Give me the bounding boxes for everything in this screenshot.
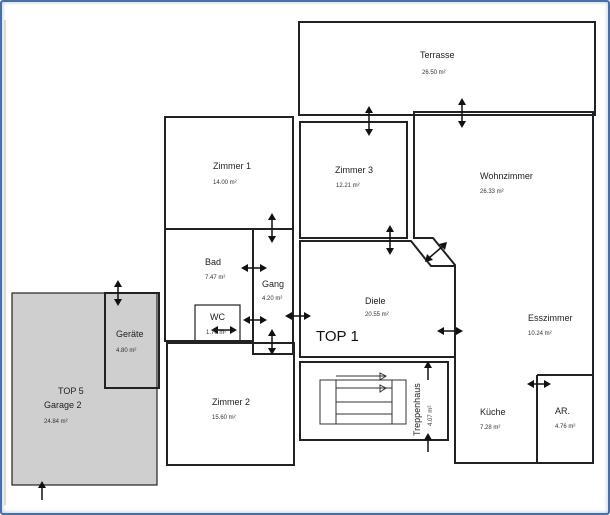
kueche-name: Küche bbox=[480, 407, 506, 417]
door-arrow bbox=[458, 98, 466, 128]
diele-area: 20.55 m² bbox=[365, 312, 389, 318]
zimmer3-name: Zimmer 3 bbox=[335, 165, 373, 175]
wohnzimmer-area: 26.33 m² bbox=[480, 189, 504, 195]
ar-area: 4.76 m² bbox=[555, 424, 575, 430]
door-arrow bbox=[424, 361, 432, 380]
zimmer1-name: Zimmer 1 bbox=[213, 161, 251, 171]
door-arrow bbox=[211, 326, 237, 334]
garage-top-label: TOP 5 bbox=[58, 386, 84, 396]
zimmer3-area: 12.21 m² bbox=[336, 183, 360, 189]
zimmer2-area: 15.60 m² bbox=[212, 415, 236, 421]
treppenhaus-area: 4.07 m² bbox=[428, 406, 434, 426]
geraete-area: 4.80 m² bbox=[116, 348, 136, 354]
ar-name: AR. bbox=[555, 406, 570, 416]
geraete-name: Geräte bbox=[116, 329, 144, 339]
gang-name: Gang bbox=[262, 279, 284, 289]
door-arrow bbox=[268, 329, 276, 355]
esszimmer-name: Esszimmer bbox=[528, 313, 573, 323]
kueche-area: 7.28 m² bbox=[480, 425, 500, 431]
door-arrow bbox=[386, 225, 394, 255]
esszimmer-area: 10.24 m² bbox=[528, 331, 552, 337]
door-arrow bbox=[424, 433, 432, 452]
wohnzimmer-name: Wohnzimmer bbox=[480, 171, 533, 181]
treppenhaus-name: Treppenhaus bbox=[412, 383, 422, 436]
wc-room bbox=[194, 304, 241, 342]
treppenhaus-room bbox=[299, 361, 449, 441]
plan-label: TOP 1 bbox=[316, 328, 359, 345]
bad-name: Bad bbox=[205, 257, 221, 267]
garage-name: Garage 2 bbox=[44, 400, 82, 410]
bad-area: 7.47 m² bbox=[205, 275, 225, 281]
door-arrow bbox=[527, 380, 551, 388]
zimmer2-name: Zimmer 2 bbox=[212, 397, 250, 407]
gang-room bbox=[252, 228, 294, 355]
zimmer3-room bbox=[299, 121, 408, 239]
zimmer1-area: 14.00 m² bbox=[213, 180, 237, 186]
gang-area: 4.20 m² bbox=[262, 296, 282, 302]
terrasse-area: 26.50 m² bbox=[422, 70, 446, 76]
zimmer1-room bbox=[164, 116, 294, 230]
door-arrow bbox=[114, 280, 122, 306]
door-arrow bbox=[365, 106, 373, 136]
wc-area: 1.70 m² bbox=[206, 330, 226, 336]
door-arrow bbox=[241, 264, 267, 272]
door-arrow bbox=[425, 242, 447, 262]
entrance-arrow bbox=[38, 481, 46, 500]
wohnzimmer-room bbox=[413, 111, 594, 464]
stairs-drawing bbox=[319, 372, 407, 425]
terrasse-name: Terrasse bbox=[420, 50, 455, 60]
terrasse-room bbox=[298, 21, 596, 116]
zimmer2-room bbox=[166, 342, 295, 466]
door-arrow bbox=[243, 316, 267, 324]
geraete-room bbox=[104, 292, 160, 389]
diele-room bbox=[299, 240, 456, 358]
garage-area: 24.84 m² bbox=[44, 419, 68, 425]
door-arrow bbox=[437, 327, 463, 335]
diele-name: Diele bbox=[365, 296, 386, 306]
door-arrow bbox=[285, 312, 311, 320]
door-arrow bbox=[268, 213, 276, 243]
wc-name: WC bbox=[210, 312, 225, 322]
